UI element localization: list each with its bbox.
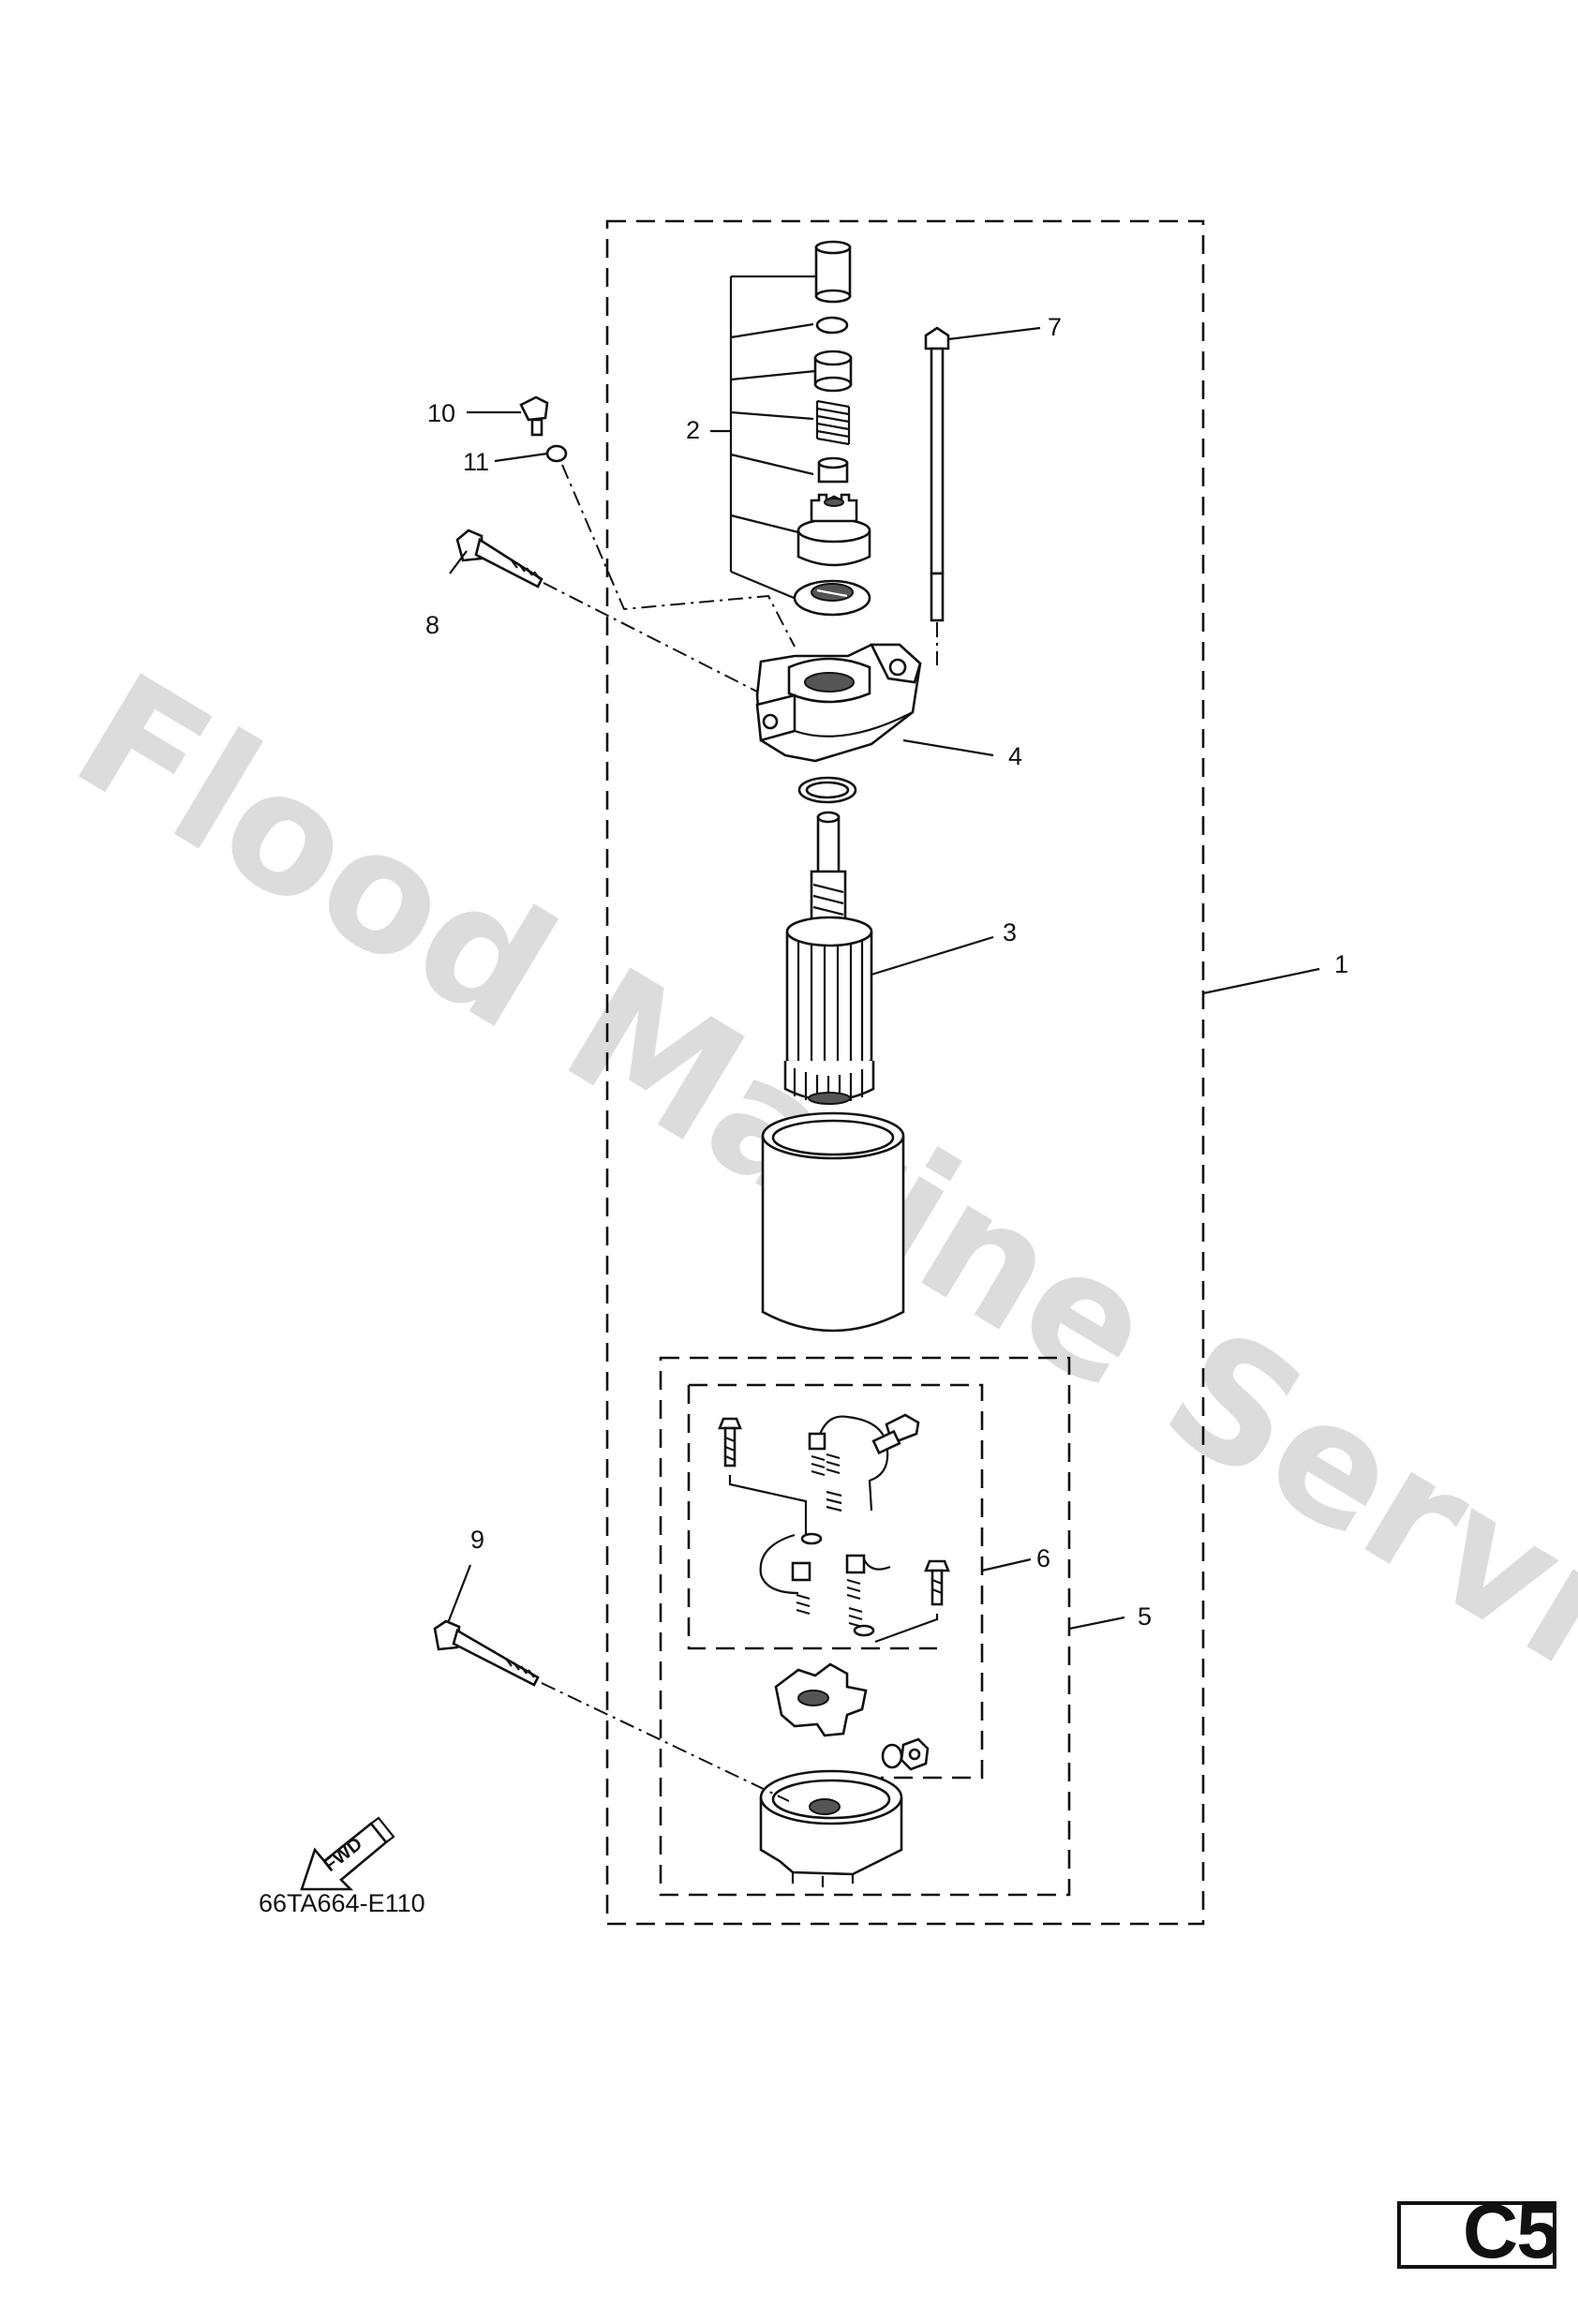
pinion-bushing	[817, 456, 849, 484]
rear-end-cover	[759, 1769, 903, 1887]
callout-11: 11	[463, 448, 489, 476]
callout-10: 10	[427, 399, 455, 427]
assembly-outline-1	[605, 219, 1205, 1926]
brush-mid-2	[845, 1554, 866, 1574]
stopper-collar	[813, 350, 853, 393]
callout-1: 1	[1334, 950, 1348, 978]
bolt-8	[455, 529, 543, 588]
callout-4: 4	[1008, 742, 1022, 770]
brush-top-1	[808, 1432, 826, 1477]
brush-spring-mid-2	[846, 1578, 863, 1629]
callout-9: 9	[470, 1526, 484, 1554]
brush-screw-right	[924, 1559, 950, 1606]
clutch-washer	[793, 579, 871, 617]
fwd-arrow-icon: FWD	[300, 1816, 395, 1891]
callout-leaders	[446, 326, 1320, 1631]
brush-screw-left	[718, 1417, 742, 1467]
yoke	[761, 1111, 905, 1333]
brush-holder-plate	[774, 1662, 868, 1737]
through-bolt-7	[924, 326, 950, 622]
brush-holder-parts	[718, 1413, 950, 1771]
page-code-box: C5	[1397, 2201, 1556, 2269]
brush-spring-top	[826, 1490, 842, 1512]
screw-10	[519, 395, 549, 437]
washer-nut	[881, 1737, 930, 1771]
pinion-gear	[796, 493, 871, 567]
brush-top-2	[826, 1452, 841, 1475]
brush-mid-1	[791, 1561, 811, 1582]
brush-spring-mid-1	[796, 1593, 811, 1616]
armature	[783, 811, 875, 1105]
bolt-9	[433, 1619, 540, 1687]
assembly-outline-6	[687, 1383, 984, 1780]
drive-parts-group	[729, 240, 871, 617]
callout-3: 3	[1003, 918, 1017, 946]
pinion-stopper-cap	[814, 240, 852, 304]
callout-5: 5	[1138, 1602, 1152, 1631]
o-ring	[797, 776, 857, 804]
drawing-code: 66TA664-E110	[259, 1889, 425, 1917]
pinion-spring	[815, 399, 851, 446]
callout-8: 8	[425, 611, 439, 639]
assembly-outline-5	[659, 1356, 1071, 1897]
terminal-screw	[871, 1413, 920, 1455]
washer-11	[545, 444, 568, 463]
callout-2: 2	[686, 416, 700, 444]
callout-6: 6	[1036, 1544, 1050, 1572]
front-end-frame	[755, 643, 922, 763]
page-code: C5	[1463, 2201, 1556, 2269]
circlip	[815, 316, 849, 335]
callout-7: 7	[1048, 313, 1062, 341]
